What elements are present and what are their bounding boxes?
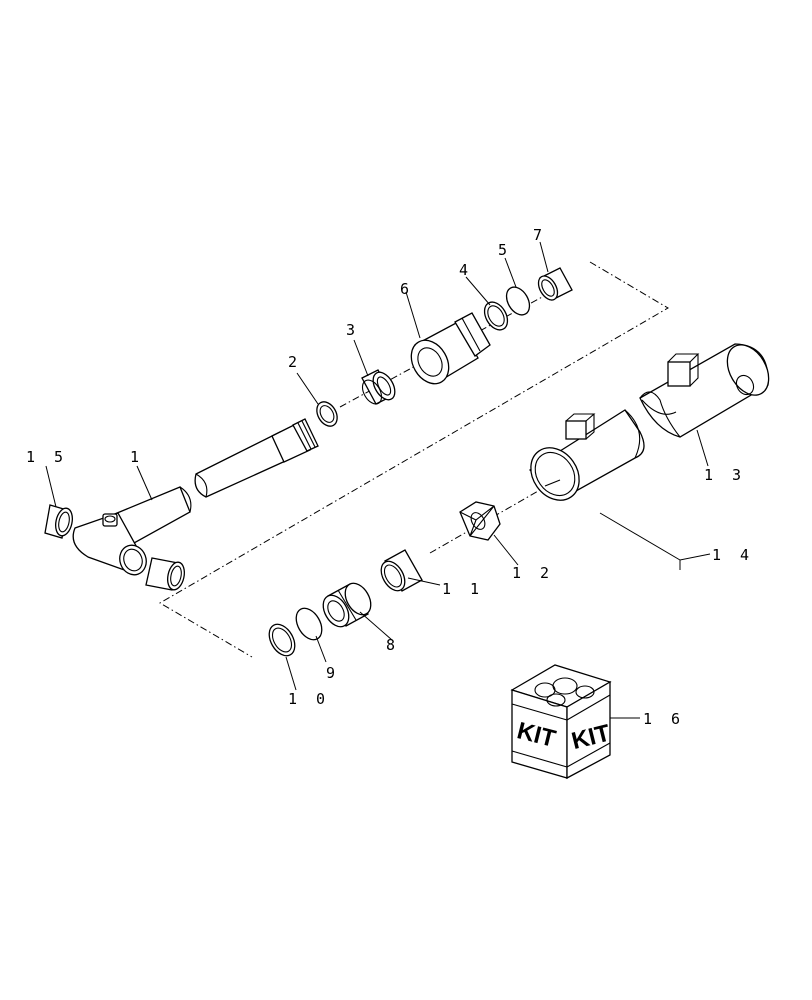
callout-16: 1 6 [643, 710, 685, 728]
part-6-gland[interactable] [404, 312, 491, 390]
callout-15: 1 5 [26, 448, 68, 466]
part-7-wiper[interactable] [535, 267, 573, 303]
leader-lines [45, 241, 711, 719]
callout-5: 5 [498, 241, 512, 259]
assembly-boundary [159, 261, 669, 658]
part-2-o-ring[interactable] [313, 398, 342, 430]
part-15-bushing[interactable] [44, 504, 75, 539]
callout-7: 7 [533, 226, 547, 244]
piston-rod[interactable] [194, 418, 319, 498]
callout-14: 1 4 [712, 546, 754, 564]
part-16-kit-box[interactable]: KIT KIT [510, 664, 613, 780]
part-13-barrel-eye[interactable] [639, 338, 777, 438]
part-10-backup-ring[interactable] [264, 620, 300, 660]
callouts: 1 5 1 2 3 6 4 5 7 1 3 1 4 1 2 1 1 8 9 1 … [26, 226, 754, 728]
part-14-barrel[interactable] [521, 409, 645, 510]
part-11-wear-ring[interactable] [376, 549, 423, 595]
part-3-rod-seal[interactable] [359, 369, 400, 408]
callout-8: 8 [386, 636, 400, 654]
callout-13: 1 3 [704, 466, 746, 484]
callout-1: 1 [130, 448, 144, 466]
callout-12: 1 2 [512, 564, 554, 582]
callout-6: 6 [400, 280, 414, 298]
callout-9: 9 [326, 664, 340, 682]
part-5-o-ring[interactable] [502, 283, 534, 319]
callout-4: 4 [459, 261, 473, 279]
callout-2: 2 [288, 353, 302, 371]
part-8-piston[interactable] [318, 579, 376, 631]
part-12-nut[interactable] [459, 501, 501, 541]
callout-10: 1 0 [288, 690, 330, 708]
callout-11: 1 1 [442, 580, 484, 598]
part-9-o-ring[interactable] [291, 604, 327, 644]
part-15-bushing-second[interactable] [145, 557, 187, 591]
part-1-rod-end[interactable] [72, 486, 192, 579]
callout-3: 3 [346, 321, 360, 339]
